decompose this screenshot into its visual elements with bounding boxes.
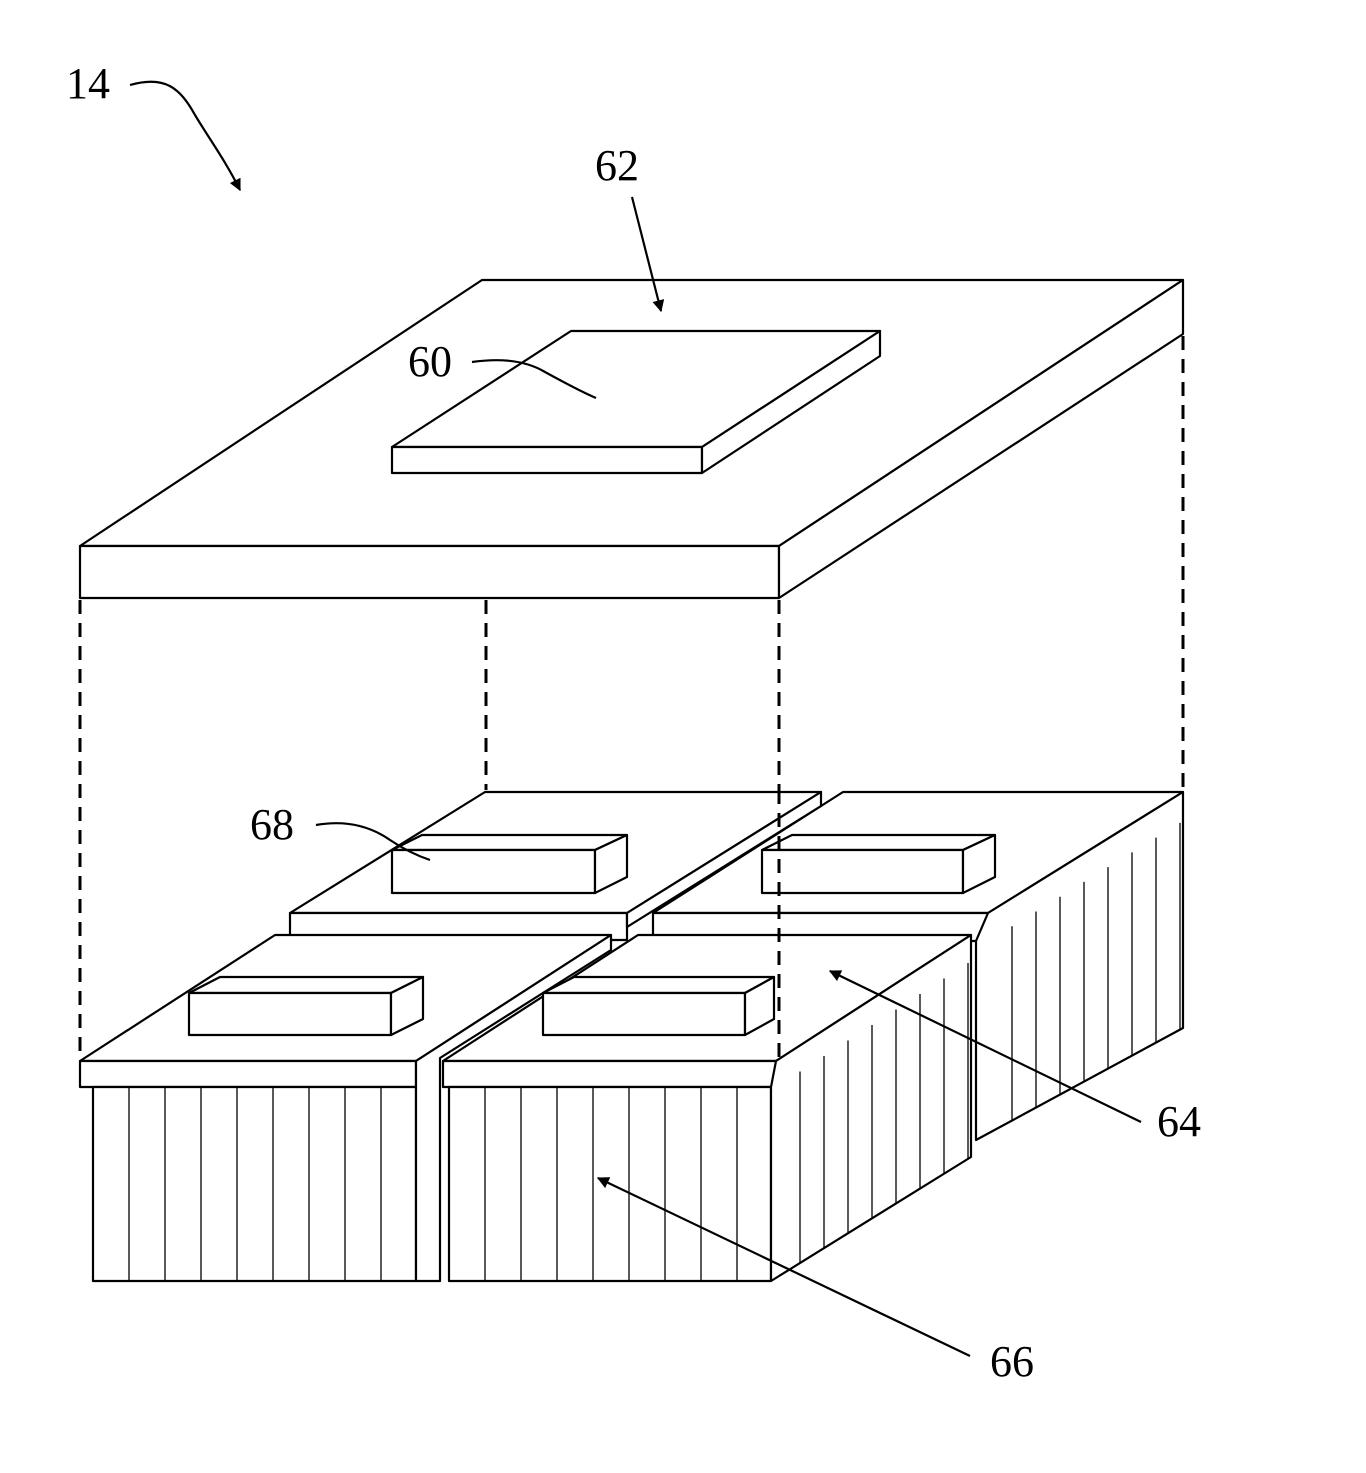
label-device: 60: [408, 337, 452, 386]
label-top-surface: 64: [1157, 1097, 1201, 1146]
block-front-right: [543, 977, 774, 1035]
block-back-right: [762, 835, 995, 893]
block-front-left: [189, 977, 423, 1035]
label-assembly: 14: [66, 59, 110, 108]
label-block: 68: [250, 800, 294, 849]
label-fins: 66: [990, 1337, 1034, 1386]
label-substrate: 62: [595, 141, 639, 190]
block-back-left: [392, 835, 627, 893]
